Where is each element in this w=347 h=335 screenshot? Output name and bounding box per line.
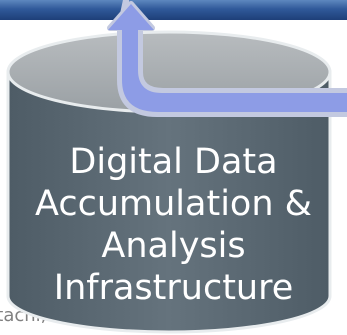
cylinder-body [6,70,332,334]
label-line-2: Accumulation & [35,184,312,224]
label-line-1: Digital Data [69,142,278,182]
header-band [0,0,347,20]
cylinder-label: Digital Data Accumulation & Analysis Inf… [0,141,347,309]
label-line-3: Analysis [101,226,246,266]
label-line-4: Infrastructure [53,268,294,308]
upward-arrow [108,4,347,112]
